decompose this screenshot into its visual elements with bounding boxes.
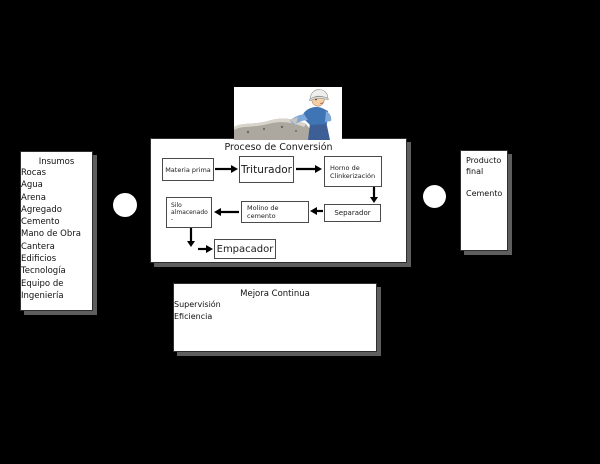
producto-item: Cemento xyxy=(466,189,503,198)
list-item: Mano de Obra xyxy=(21,229,81,240)
insumos-list: Rocas Agua Arena Agregado Cemento Mano d… xyxy=(21,167,92,302)
list-item: Tecnología xyxy=(21,266,66,277)
node-label: Silo almacenado - xyxy=(171,202,208,223)
node-separador: Separador xyxy=(324,204,381,222)
node-triturador: Triturador xyxy=(239,156,294,183)
worker-illustration xyxy=(234,87,342,140)
list-item: Equipo de Ingeniería xyxy=(21,278,64,301)
connector-circle-left xyxy=(113,193,137,217)
node-empacador: Empacador xyxy=(214,239,276,259)
node-label: Horno de Clinkerización xyxy=(330,163,376,180)
mejora-title: Mejora Continua xyxy=(240,289,310,299)
connector-circle-right xyxy=(423,185,446,208)
list-item: Agregado xyxy=(21,204,62,215)
list-item: Edificios xyxy=(21,254,57,265)
list-item: Supervisión xyxy=(174,300,221,309)
node-label: Materia prima xyxy=(165,165,211,174)
proceso-box: Proceso de Conversión Materia prima Trit… xyxy=(150,138,407,263)
proceso-title: Proceso de Conversión xyxy=(224,142,333,153)
insumos-title: Insumos xyxy=(38,157,75,167)
mejora-box: Mejora Continua Supervisión Eficiencia xyxy=(173,283,377,352)
list-item: Eficiencia xyxy=(174,312,213,321)
list-item: Arena xyxy=(21,192,46,203)
node-label: Empacador xyxy=(216,243,274,255)
node-molino-cemento: Molino de cemento xyxy=(241,201,309,223)
node-label: Molino de cemento xyxy=(247,204,279,220)
worker-icon xyxy=(234,89,332,140)
insumos-box: Insumos Rocas Agua Arena Agregado Cement… xyxy=(20,151,93,311)
list-item: Rocas xyxy=(21,168,47,178)
producto-box: Producto final Cemento xyxy=(460,150,508,251)
node-label: Triturador xyxy=(240,163,293,176)
node-label: Separador xyxy=(334,209,371,217)
list-item: Cantera xyxy=(21,241,55,252)
list-item: Agua xyxy=(21,180,43,191)
producto-title: Producto final xyxy=(466,156,502,176)
mejora-list: Supervisión Eficiencia xyxy=(174,299,376,323)
list-item: Cemento xyxy=(21,217,60,228)
node-horno-clinkerizacion: Horno de Clinkerización xyxy=(324,156,382,187)
node-materia-prima: Materia prima xyxy=(162,158,214,181)
flow-arrows xyxy=(187,165,378,253)
node-silo-almacenado: Silo almacenado - xyxy=(166,197,212,228)
